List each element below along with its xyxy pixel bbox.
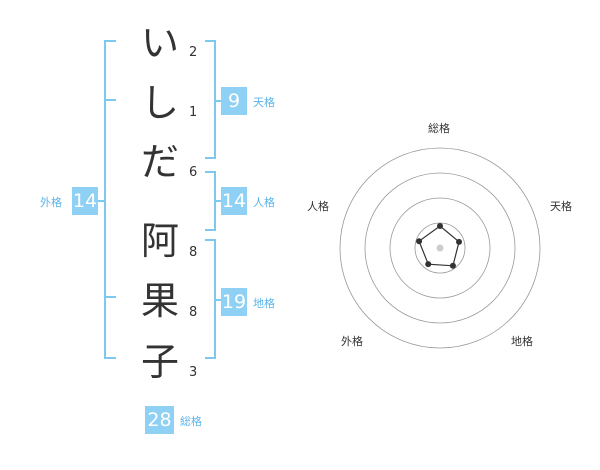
name-char-2: し bbox=[140, 81, 179, 125]
radar-axis-label-2: 天格 bbox=[550, 200, 572, 213]
soukaku-value: 28 bbox=[145, 406, 174, 434]
jinkaku-label: 人格 bbox=[253, 196, 275, 209]
gaikaku-value: 14 bbox=[72, 187, 98, 215]
radar-axis-label-5: 人格 bbox=[307, 200, 329, 213]
tenkaku-label: 天格 bbox=[253, 96, 275, 109]
name-char-5: 果 bbox=[140, 279, 179, 323]
name-char-3: だ bbox=[140, 140, 179, 184]
radar-point-4 bbox=[425, 261, 432, 268]
tenkaku-value: 9 bbox=[221, 87, 247, 115]
chikaku-value: 19 bbox=[221, 288, 247, 316]
chikaku-label: 地格 bbox=[253, 297, 275, 310]
radar-axis-label-4: 外格 bbox=[341, 335, 363, 348]
jinkaku-value: 14 bbox=[221, 187, 247, 215]
radar-point-1 bbox=[437, 223, 443, 229]
name-char-1: い bbox=[140, 21, 179, 65]
radar-point-2 bbox=[456, 238, 463, 245]
name-char-6: 子 bbox=[140, 340, 179, 384]
stroke-count-2: 1 bbox=[189, 105, 198, 120]
radar-axis-label-3: 地格 bbox=[511, 335, 533, 348]
radar-ring-2 bbox=[389, 197, 491, 299]
stroke-count-3: 6 bbox=[189, 165, 198, 180]
gaikaku-bracket bbox=[104, 40, 116, 359]
radar-polygon bbox=[418, 225, 460, 267]
soukaku-label: 総格 bbox=[180, 415, 202, 428]
stroke-count-5: 8 bbox=[189, 305, 198, 320]
gaikaku-label: 外格 bbox=[40, 196, 62, 209]
stroke-count-4: 8 bbox=[189, 245, 198, 260]
stroke-count-1: 2 bbox=[189, 45, 198, 60]
radar-point-5 bbox=[416, 238, 423, 245]
radar-axis-label-1: 総格 bbox=[428, 122, 450, 135]
radar-ring-4 bbox=[339, 147, 541, 349]
radar-point-3 bbox=[449, 262, 456, 269]
tenkaku-bracket bbox=[205, 40, 216, 159]
radar-center-dot bbox=[436, 244, 444, 252]
radar-ring-3 bbox=[364, 172, 516, 324]
stroke-count-6: 3 bbox=[189, 365, 198, 380]
name-char-4: 阿 bbox=[140, 219, 179, 263]
